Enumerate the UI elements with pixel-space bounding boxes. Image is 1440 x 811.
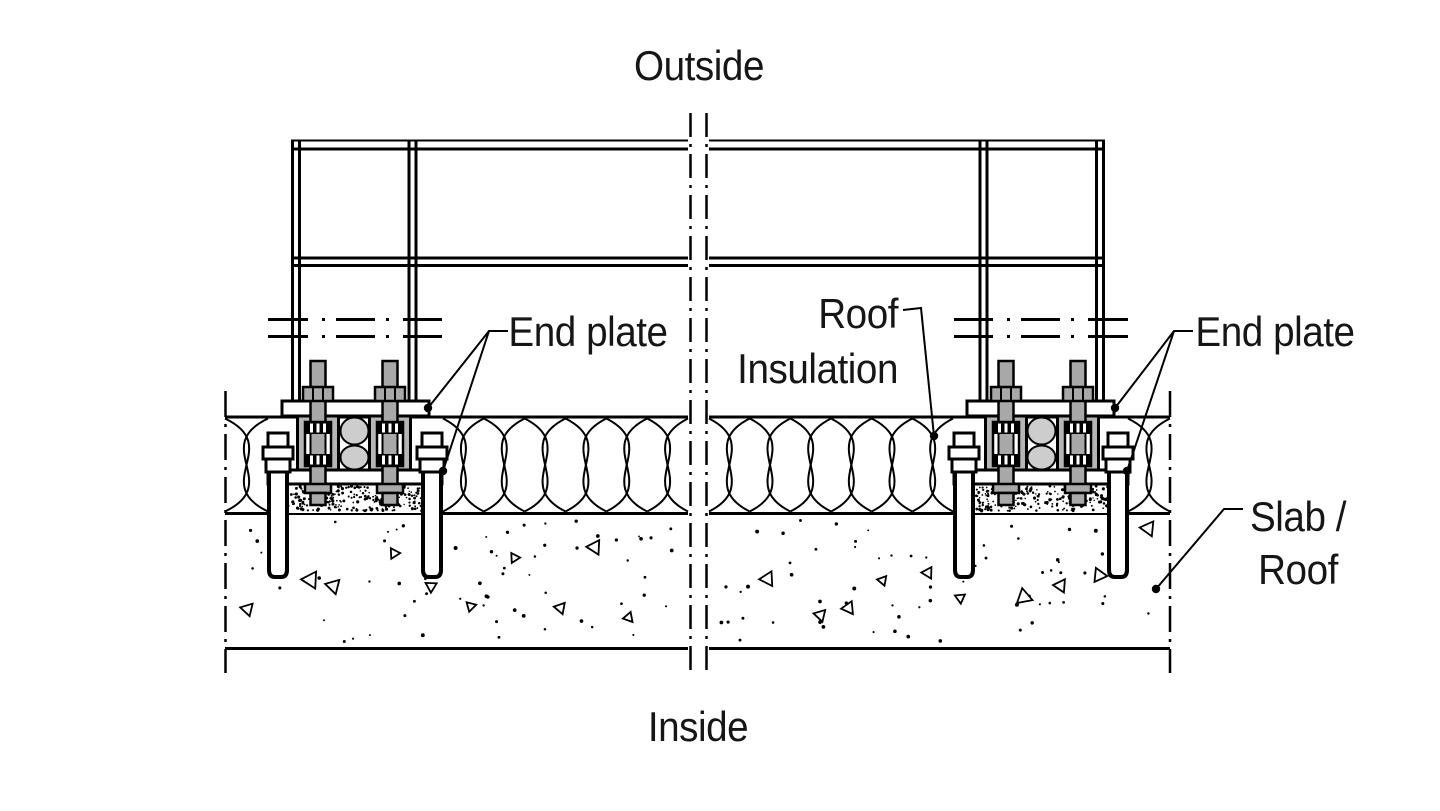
leader-lines (423, 306, 1243, 594)
column-base-left (261, 359, 449, 579)
label-roof-insulation-line2: Insulation (737, 345, 898, 392)
label-outside: Outside (634, 41, 764, 89)
label-end-plate-right: End plate (1195, 307, 1355, 355)
steel-frame (268, 139, 1128, 401)
label-roof-insulation-line1: Roof (818, 290, 898, 337)
concrete-slab (225, 519, 1170, 650)
label-slab-roof-line1: Slab / (1249, 493, 1347, 540)
grout-pad-left (268, 484, 442, 513)
label-end-plate-left: End plate (508, 307, 668, 355)
label-inside: Inside (647, 702, 749, 750)
label-slab-roof: Slab / Roof (1249, 490, 1347, 596)
column-base-right (947, 359, 1135, 579)
grout-pad-right (954, 484, 1128, 513)
roof-insulation-layer (224, 415, 1171, 515)
extent-lines (224, 391, 1172, 673)
centerline (689, 113, 708, 676)
label-slab-roof-line2: Roof (1258, 546, 1338, 593)
label-roof-insulation: Roof Insulation (737, 286, 898, 396)
